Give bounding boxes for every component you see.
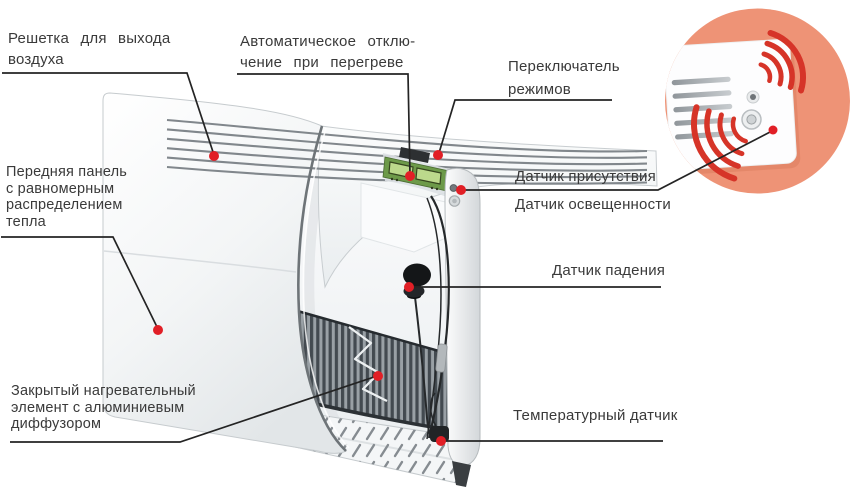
callout-dot: [404, 282, 414, 292]
label-temperature-sensor: Температурный датчик: [513, 407, 678, 424]
element-wire: [348, 326, 388, 402]
label-mode-switch: Переключатель режимов: [508, 58, 620, 98]
callout-line-auto-shutoff: [237, 73, 411, 176]
label-auto-shutoff: Автоматическое отклю- чение при перегрев…: [240, 33, 416, 71]
lcd-display: [415, 167, 442, 185]
panel-seam: [103, 250, 297, 273]
callout-lines: [1, 72, 773, 443]
cable-channel: [435, 343, 448, 373]
presence-sensor-dot: [449, 184, 458, 192]
label-light-sensor: Датчик освещенности: [515, 196, 671, 213]
callout-line-presence-sensor: [462, 130, 773, 191]
cables: [414, 195, 450, 440]
callout-line-mode-switch: [438, 99, 612, 154]
callout-dot: [456, 185, 466, 195]
inset-grille: [671, 76, 734, 140]
label-fall-sensor: Датчик падения: [552, 262, 666, 279]
callout-dot: [433, 150, 443, 160]
label-air-grille: Решетка для выхода воздуха: [8, 30, 171, 68]
callout-dot: [373, 371, 383, 381]
callout-dot: [436, 436, 446, 446]
mode-switch-slot: [399, 147, 430, 163]
curl-inner-shadow: [304, 132, 358, 454]
callout-line-front-panel: [1, 236, 159, 330]
callout-dot: [768, 125, 778, 135]
callout-dot: [405, 171, 415, 181]
callout-dots: [153, 125, 778, 446]
label-presence-sensor: Датчик присутствия: [515, 168, 656, 185]
sensor-closeup-inset: [665, 8, 850, 194]
callout-dot: [209, 151, 219, 161]
label-heating-element: Закрытый нагревательный элемент с алюмин…: [11, 383, 196, 432]
label-front-panel: Передняя панель с равномерным распределе…: [6, 164, 128, 230]
end-cap: [444, 167, 481, 487]
callout-line-heating-element: [10, 375, 378, 443]
callout-dot: [153, 325, 163, 335]
curl-edge: [297, 125, 350, 452]
wireless-signal-arcs: [691, 30, 806, 182]
foot: [452, 461, 471, 487]
callout-line-air-grille: [2, 72, 215, 156]
